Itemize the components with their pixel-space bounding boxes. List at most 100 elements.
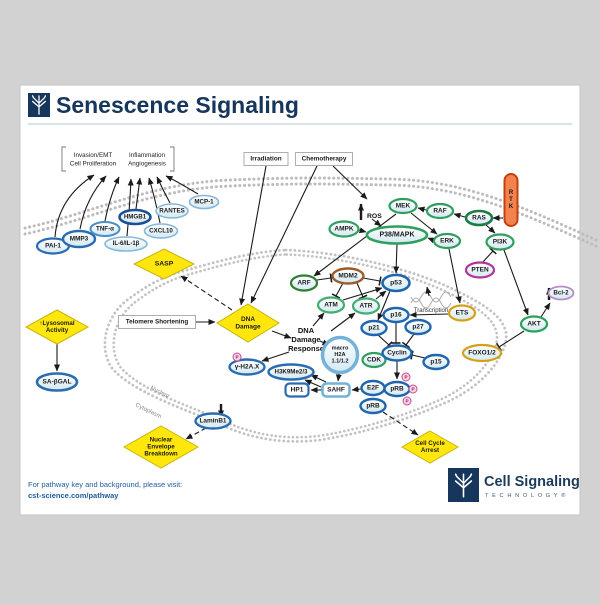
edge-dna-damage-to-sasp — [180, 275, 233, 311]
node-atm: ATM — [316, 296, 346, 314]
svg-text:↑Lysosomal: ↑Lysosomal — [39, 320, 74, 327]
node-mek: MEK — [388, 197, 418, 215]
node-hp1: HP1 — [284, 382, 310, 398]
edge-tnfa-to-effects — [104, 176, 120, 222]
edge-mmp3-to-effects — [79, 175, 107, 230]
svg-text:SASP: SASP — [155, 261, 174, 268]
node-ets: ETS — [447, 304, 477, 322]
footer-pathway-link[interactable]: cst-science.com/pathway — [28, 491, 119, 500]
node-sasp: SASP — [132, 248, 196, 280]
svg-text:TNF-α: TNF-α — [96, 226, 114, 233]
svg-text:T: T — [509, 197, 513, 203]
edge-ras-to-raf — [453, 212, 466, 219]
edge-p53-to-p21 — [377, 290, 391, 321]
svg-text:Response: Response — [288, 344, 324, 353]
node-cyclin: Cyclin — [381, 344, 413, 362]
svg-text:LaminB1: LaminB1 — [200, 418, 227, 425]
edge-mdm2-inhibits-atm — [331, 282, 344, 299]
page-title: Senescence Signaling — [56, 92, 299, 118]
edge-erk-to-p38 — [427, 237, 436, 244]
node-h3k9me: H3K9Me2/3 — [267, 363, 315, 381]
footer-visit-text: For pathway key and background, please v… — [28, 480, 182, 489]
phospho-mark-icon: P — [402, 396, 412, 406]
svg-text:pRB: pRB — [366, 403, 380, 410]
effect-invasion-emt: Invasion/EMT — [74, 152, 113, 159]
svg-text:P: P — [405, 399, 408, 404]
svg-text:macro: macro — [332, 345, 349, 351]
svg-text:SAHF: SAHF — [327, 387, 345, 394]
svg-text:1.1/1.2: 1.1/1.2 — [331, 359, 348, 365]
node-e2f: E2F — [360, 379, 386, 397]
svg-text:DNA: DNA — [241, 316, 255, 323]
node-sa-bgal: SA-βGAL — [35, 372, 79, 392]
svg-text:Arrest: Arrest — [421, 447, 439, 454]
svg-text:P: P — [235, 355, 238, 360]
node-rtk: RTK — [503, 173, 519, 227]
node-atr: ATR — [351, 297, 381, 315]
edge-mek-to-arf — [313, 213, 397, 277]
svg-text:Bcl-2: Bcl-2 — [553, 290, 569, 297]
edge-e2f-to-sahf — [351, 386, 362, 393]
edge-ddr-to-atm — [312, 312, 325, 327]
edge-transcription-to-p53 — [425, 286, 432, 297]
edge-dna-damage-to-ddr — [271, 330, 292, 339]
svg-text:RAF: RAF — [433, 208, 446, 215]
svg-text:p27: p27 — [412, 324, 424, 331]
svg-text:p15: p15 — [430, 359, 442, 366]
svg-text:H2A: H2A — [334, 352, 345, 358]
svg-text:Chemotherapy: Chemotherapy — [302, 156, 347, 163]
svg-text:Irradiation: Irradiation — [250, 156, 281, 163]
edge-p21-inhibits-cyclin — [377, 334, 393, 349]
svg-text:MCP-1: MCP-1 — [194, 199, 214, 206]
edge-sahf-to-h3k9me-b — [304, 379, 322, 388]
svg-text:R: R — [509, 190, 514, 196]
node-prb-complex: pRB — [359, 397, 387, 415]
node-ras: RAS — [464, 209, 494, 227]
node-irradiation: Irradiation — [243, 152, 289, 166]
svg-text:HMGB1: HMGB1 — [124, 214, 147, 221]
edge-ets-to-p16 — [409, 311, 449, 318]
svg-text:ETS: ETS — [456, 310, 469, 317]
edge-akt-to-bcl2 — [540, 302, 551, 318]
node-pi3k: PI3K — [485, 233, 515, 251]
svg-text:Nuclear: Nuclear — [150, 436, 173, 443]
svg-text:γ-H2A.X: γ-H2A.X — [235, 364, 260, 371]
node-telomere-shortening: Telomere Shortening — [118, 315, 196, 329]
phospho-mark-icon: P — [408, 384, 418, 394]
node-cdk: CDK — [361, 351, 387, 369]
node-gamma-h2ax: γ-H2A.X — [228, 358, 266, 376]
svg-text:E2F: E2F — [367, 385, 379, 392]
svg-text:MEK: MEK — [396, 203, 411, 210]
cell-membrane — [23, 176, 598, 248]
phospho-mark-icon: P — [401, 372, 411, 382]
edge-p27-inhibits-cyclin — [401, 333, 415, 349]
svg-text:p21: p21 — [368, 325, 380, 332]
node-foxo1-2: FOXO1/2 — [461, 343, 503, 363]
edge-pai1-to-effects — [54, 174, 95, 238]
node-p21: p21 — [360, 319, 388, 337]
node-erk: ERK — [432, 232, 462, 250]
node-p38-mapk: P38/MAPK — [365, 225, 429, 245]
svg-text:Damage: Damage — [235, 323, 261, 330]
node-laminb1: LaminB1 — [194, 412, 232, 430]
effect-angiogenesis: Angiogenesis — [128, 161, 166, 168]
node-pten: PTEN — [464, 261, 496, 279]
node-p16: p16 — [382, 306, 410, 324]
brand-name: Cell Signaling — [484, 474, 580, 490]
svg-text:P: P — [411, 387, 414, 392]
svg-text:IL-6/IL-1β: IL-6/IL-1β — [113, 241, 140, 247]
edge-laminb1-to-envelope-breakdown — [185, 427, 207, 440]
svg-text:PI3K: PI3K — [493, 239, 508, 246]
svg-text:PTEN: PTEN — [471, 267, 489, 274]
edge-arf-inhibits-mdm2 — [316, 273, 333, 283]
svg-text:MDM2: MDM2 — [338, 273, 358, 280]
svg-text:Activity: Activity — [46, 327, 69, 334]
node-raf: RAF — [425, 202, 455, 220]
node-prb-phospho: pRB — [383, 380, 411, 398]
node-p15: p15 — [422, 353, 450, 371]
